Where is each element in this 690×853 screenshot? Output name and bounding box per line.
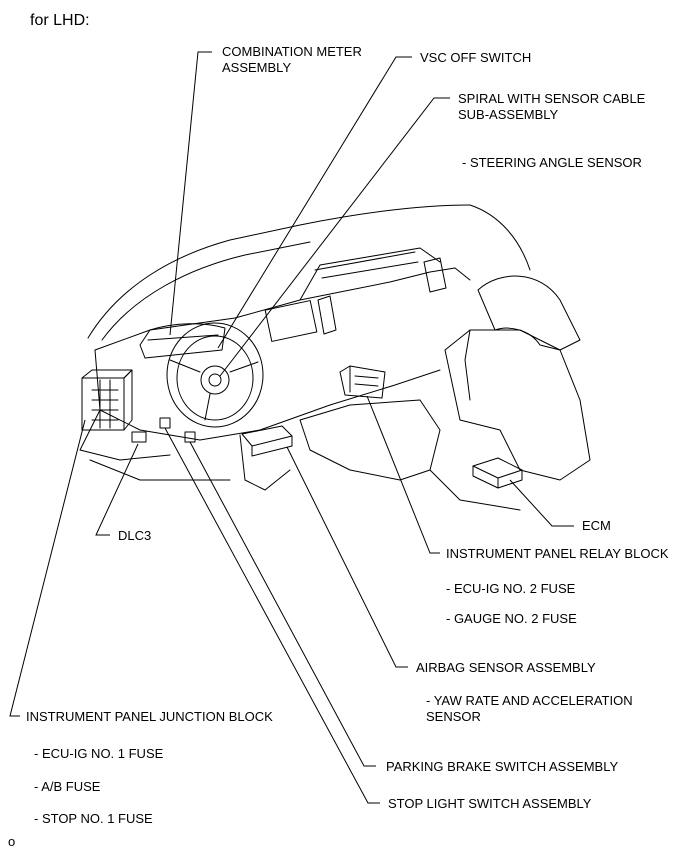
dashboard-lower [94, 349, 441, 441]
label-gauge-no2-fuse: - GAUGE NO. 2 FUSE [446, 611, 577, 626]
label-dlc3: DLC3 [118, 528, 152, 543]
passenger-seat [444, 329, 591, 481]
label-parking-brake-switch: PARKING BRAKE SWITCH ASSEMBLY [386, 759, 619, 774]
parking-brake-switch-shape [184, 431, 196, 443]
label-combination-meter: COMBINATION METER ASSEMBLY [222, 44, 362, 75]
ecm-shape [472, 457, 523, 489]
dashboard-upper-tray [299, 247, 441, 301]
windshield-outline [87, 204, 471, 339]
leader-airbag-sensor [286, 446, 408, 668]
steering-hub [200, 365, 230, 395]
dlc3-connector [131, 431, 147, 443]
dashboard-top [94, 267, 471, 351]
label-yaw-rate-sensor: - YAW RATE AND ACCELERATION SENSOR [426, 693, 633, 724]
label-ab-fuse: - A/B FUSE [34, 779, 101, 794]
meter-hood [139, 323, 226, 359]
page-heading: for LHD: [30, 12, 90, 29]
label-junction-block: INSTRUMENT PANEL JUNCTION BLOCK [26, 709, 273, 724]
leader-junction-block [9, 419, 86, 717]
label-airbag-sensor: AIRBAG SENSOR ASSEMBLY [416, 660, 596, 675]
stop-light-switch-shape [159, 417, 171, 429]
junction-block-shape [81, 369, 133, 431]
leader-relay-block [366, 395, 440, 554]
footer-mark: o [8, 834, 16, 849]
leader-parking-brake [189, 441, 376, 767]
label-ecm: ECM [582, 518, 611, 533]
leader-spiral-cable [219, 97, 450, 377]
leader-dlc3 [95, 443, 139, 536]
leader-ecm [509, 479, 574, 527]
label-steering-angle-sensor: - STEERING ANGLE SENSOR [462, 155, 642, 170]
label-stop-no1-fuse: - STOP NO. 1 FUSE [34, 811, 153, 826]
passenger-seat-back [477, 275, 581, 351]
label-spiral-cable: SPIRAL WITH SENSOR CABLE SUB-ASSEMBLY [458, 91, 646, 122]
roof-edge [469, 204, 531, 271]
steering-wheel [166, 322, 264, 428]
center-display [264, 300, 318, 342]
label-vsc-off-switch: VSC OFF SWITCH [420, 50, 532, 65]
leader-vsc-off-switch [217, 56, 412, 349]
relay-block-shape [339, 365, 386, 399]
label-relay-block: INSTRUMENT PANEL RELAY BLOCK [446, 546, 669, 561]
label-ecu-ig-no2-fuse: - ECU-IG NO. 2 FUSE [446, 581, 576, 596]
a-pillar [101, 241, 311, 341]
leader-stop-light [164, 427, 380, 804]
label-stop-light-switch: STOP LIGHT SWITCH ASSEMBLY [388, 796, 592, 811]
label-ecu-ig-no1-fuse: - ECU-IG NO. 1 FUSE [34, 746, 164, 761]
leader-combination-meter [169, 51, 212, 336]
airbag-sensor-shape [241, 425, 293, 457]
